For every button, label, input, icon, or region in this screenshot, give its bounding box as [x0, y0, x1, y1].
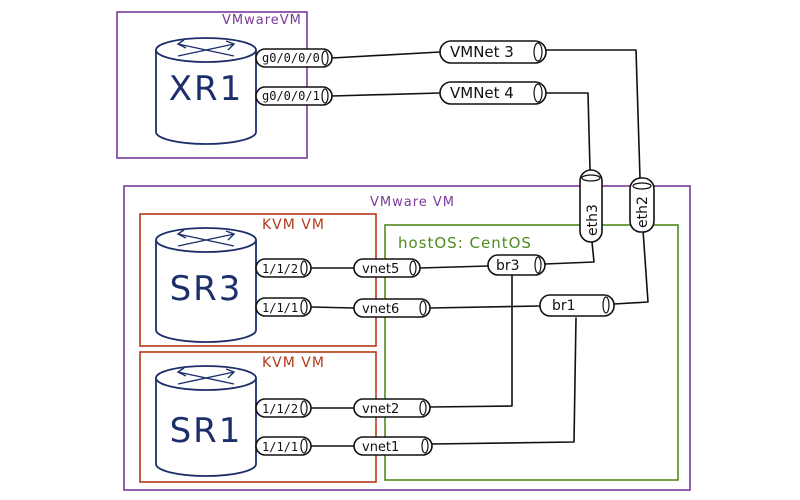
- host-os-label: hostOS: CentOS: [398, 234, 532, 252]
- port-sr1-1-1-1: 1/1/1: [255, 436, 312, 456]
- host-os-box: [384, 224, 679, 481]
- link-vnet2: vnet2: [353, 398, 431, 418]
- vmware-vm-top-label: VMwareVM: [222, 13, 302, 28]
- port-sr3-1-1-2-label: 1/1/2: [262, 262, 298, 276]
- router-xr1-name: XR1: [169, 69, 244, 109]
- link-vnet6: vnet6: [353, 298, 431, 318]
- port-xr1-g0-0-0-1: g0/0/0/1: [255, 86, 333, 106]
- link-vnet1-label: vnet1: [362, 440, 399, 455]
- kvm-vm-top-label: KVM VM: [262, 217, 325, 233]
- kvm-vm-bottom-label: KVM VM: [262, 355, 325, 371]
- link-eth3: eth3: [579, 169, 603, 243]
- router-sr1: SR1: [155, 365, 257, 477]
- link-vmnet4: VMNet 4: [439, 81, 547, 105]
- port-xr1-g0-0-0-1-label: g0/0/0/1: [262, 89, 320, 103]
- router-sr1-name: SR1: [170, 411, 243, 451]
- router-arrows-icon: [176, 367, 236, 385]
- link-eth2-label: eth2: [635, 196, 651, 228]
- bridge-br1: br1: [539, 294, 615, 317]
- vmware-vm-bottom-box: [123, 185, 691, 491]
- bridge-br1-label: br1: [552, 298, 576, 314]
- port-sr1-1-1-2-label: 1/1/2: [262, 402, 298, 416]
- bridge-br3: br3: [487, 254, 546, 276]
- router-arrows-icon: [176, 229, 236, 247]
- vmware-vm-top-box: [116, 11, 308, 159]
- link-eth2: eth2: [629, 177, 655, 233]
- link-vnet5-label: vnet5: [362, 262, 399, 277]
- port-sr1-1-1-1-label: 1/1/1: [262, 440, 298, 454]
- port-sr3-1-1-2: 1/1/2: [255, 258, 312, 278]
- router-xr1: XR1: [155, 37, 257, 145]
- port-sr3-1-1-1-label: 1/1/1: [262, 301, 298, 315]
- kvm-vm-top-box: [139, 213, 377, 347]
- port-sr3-1-1-1: 1/1/1: [255, 297, 312, 317]
- link-vmnet3-label: VMNet 3: [450, 43, 514, 61]
- link-vnet6-label: vnet6: [362, 302, 399, 317]
- vmware-vm-bottom-label: VMware VM: [370, 195, 455, 210]
- router-arrows-icon: [176, 39, 236, 57]
- bridge-br3-label: br3: [496, 258, 520, 274]
- link-eth3-label: eth3: [585, 204, 601, 236]
- wires: [310, 49, 649, 447]
- port-sr1-1-1-2: 1/1/2: [255, 398, 312, 418]
- router-sr3-name: SR3: [170, 269, 243, 309]
- link-vmnet4-label: VMNet 4: [450, 84, 514, 102]
- port-xr1-g0-0-0-0-label: g0/0/0/0: [262, 51, 320, 65]
- link-vnet2-label: vnet2: [362, 402, 399, 417]
- router-sr3: SR3: [155, 227, 257, 343]
- link-vnet1: vnet1: [353, 436, 433, 456]
- link-vnet5: vnet5: [353, 258, 421, 278]
- link-vmnet3: VMNet 3: [439, 40, 547, 64]
- port-xr1-g0-0-0-0: g0/0/0/0: [255, 48, 333, 68]
